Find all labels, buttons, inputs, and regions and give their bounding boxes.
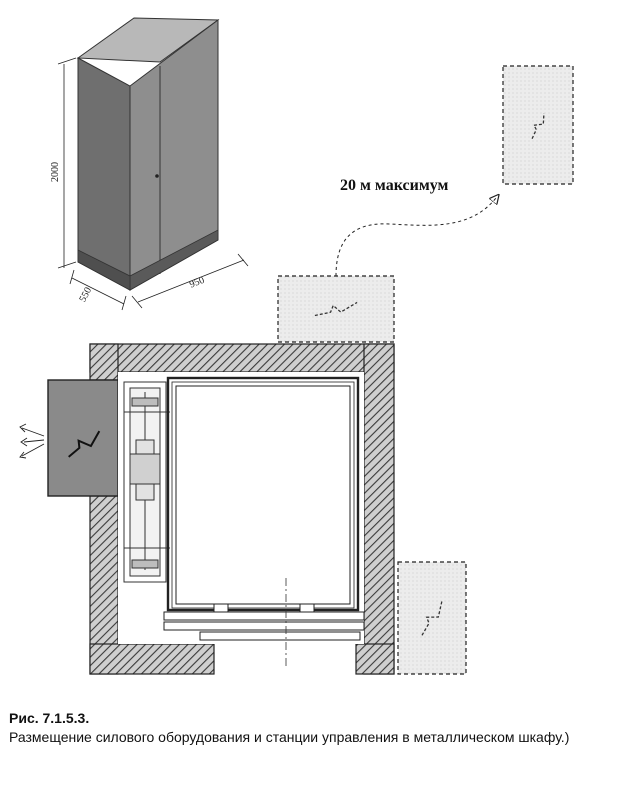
caption-text: Размещение силового оборудования и станц… (9, 729, 570, 745)
door-assembly (163, 603, 365, 641)
output-arrows-icon (19, 423, 45, 459)
remote-control-station (502, 65, 574, 185)
control-box-right (397, 561, 467, 675)
width-label: 950 (188, 275, 206, 291)
counterweight-frame (123, 381, 170, 583)
figure-caption: Рис. 7.1.5.3. Размещение силового оборуд… (9, 710, 609, 747)
distance-label: 20 м максимум (340, 177, 449, 194)
width-dimension: 950 (131, 253, 249, 309)
connection-arrow (335, 198, 496, 277)
elevator-car (166, 376, 360, 612)
height-dimension: 2000 (50, 57, 77, 269)
power-equipment-box (47, 379, 119, 497)
control-box-top (277, 275, 395, 343)
shaft-interior (118, 372, 365, 668)
shaft-walls (89, 343, 395, 675)
caption-number: Рис. 7.1.5.3. (9, 710, 90, 726)
height-label: 2000 (50, 162, 61, 182)
elevator-layout-diagram: 2000 550 950 20 м максимум (19, 17, 574, 675)
depth-label: 550 (77, 286, 94, 304)
metal-cabinet: 2000 550 950 (50, 17, 249, 311)
lightning-symbol-icon (531, 113, 545, 139)
cabinet-handle (155, 174, 159, 178)
